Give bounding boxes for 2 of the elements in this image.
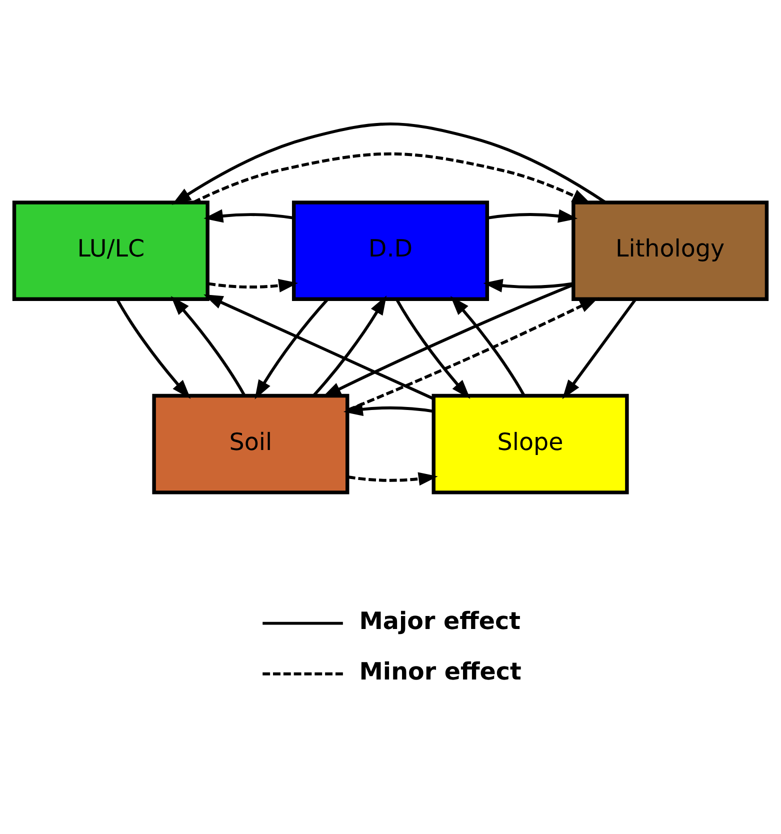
legend-label: Minor effect [359,657,522,686]
legend-label: Major effect [359,606,520,634]
